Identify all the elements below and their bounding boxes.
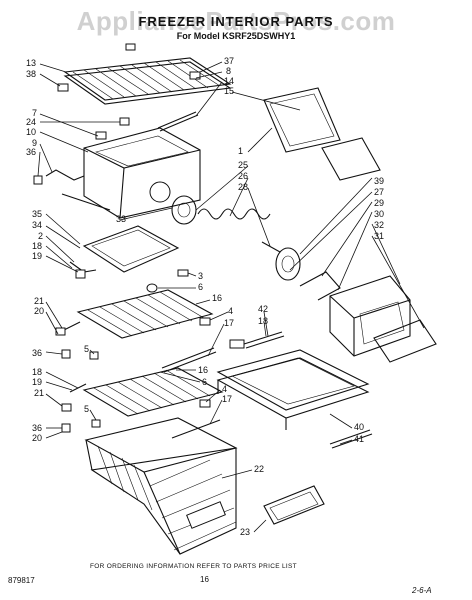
panel xyxy=(321,137,381,181)
ice-tray xyxy=(82,225,180,273)
callout-35: 35 xyxy=(32,209,42,219)
callout-32: 32 xyxy=(374,220,384,230)
callout-33: 33 xyxy=(116,214,126,224)
callout-39: 39 xyxy=(374,176,384,186)
callout-36: 36 xyxy=(26,147,36,157)
callout-28: 28 xyxy=(238,182,248,192)
rod-14 xyxy=(157,111,197,129)
callout-16: 16 xyxy=(212,293,222,303)
shelf-clip-right xyxy=(189,71,201,80)
callout-20-lower: 20 xyxy=(32,433,42,443)
screw-36 xyxy=(33,175,43,185)
callout-31: 31 xyxy=(374,231,384,241)
callout-1: 1 xyxy=(238,146,243,156)
callout-23: 23 xyxy=(240,527,250,537)
callout-5-lower: 5 xyxy=(84,404,89,414)
callout-6-lower: 6 xyxy=(202,377,207,387)
callout-9: 9 xyxy=(32,138,37,148)
wire-basket xyxy=(84,417,238,555)
shelf-clip-top xyxy=(125,43,136,51)
callout-19-lower: 19 xyxy=(32,377,42,387)
frame-15 xyxy=(263,87,341,153)
ordering-note: FOR ORDERING INFORMATION REFER TO PARTS … xyxy=(90,563,297,570)
drawer-front xyxy=(263,485,325,525)
document-code: 879817 xyxy=(8,576,35,585)
callout-37: 37 xyxy=(224,56,234,66)
ice-bucket xyxy=(329,275,411,357)
callout-16-lower: 16 xyxy=(198,365,208,375)
callout-20: 20 xyxy=(34,306,44,316)
callout-42: 42 xyxy=(258,304,268,314)
top-wire-shelf xyxy=(57,43,232,105)
callout-4: 4 xyxy=(228,306,233,316)
auger-spring-assembly xyxy=(119,195,301,281)
callout-38: 38 xyxy=(26,69,36,79)
callout-25: 25 xyxy=(238,160,248,170)
bracket-9 xyxy=(45,169,85,181)
callout-26: 26 xyxy=(238,171,248,181)
leader-lines xyxy=(37,61,425,533)
callout-8: 8 xyxy=(226,66,231,76)
shelf-clip-left xyxy=(57,83,69,92)
callout-2: 2 xyxy=(38,231,43,241)
callout-41: 41 xyxy=(354,434,364,444)
middle-wire-shelf xyxy=(76,289,214,339)
callout-34: 34 xyxy=(32,220,42,230)
callout-13: 13 xyxy=(26,58,36,68)
page-number: 16 xyxy=(200,575,209,584)
model-number: For Model KSRF25DSWHY1 xyxy=(176,31,296,41)
callout-36-lower: 36 xyxy=(32,423,42,433)
callout-numbers: 13 38 37 8 14 15 7 24 10 9 36 1 25 26 28… xyxy=(26,56,384,537)
rod-41 xyxy=(329,429,371,445)
callout-22: 22 xyxy=(254,464,264,474)
callout-5: 5 xyxy=(84,344,89,354)
callout-3: 3 xyxy=(198,271,203,281)
callout-7: 7 xyxy=(32,108,37,118)
callout-14: 14 xyxy=(224,76,234,86)
callout-10: 10 xyxy=(26,127,36,137)
callout-18: 18 xyxy=(32,241,42,251)
callout-18-mid: 18 xyxy=(258,316,268,326)
motor-bracket xyxy=(299,271,341,301)
callout-17-lower: 17 xyxy=(222,394,232,404)
callout-18-lower: 18 xyxy=(32,367,42,377)
callout-29: 29 xyxy=(374,198,384,208)
callout-15: 15 xyxy=(224,86,234,96)
callout-17: 17 xyxy=(224,318,234,328)
auger-opening xyxy=(149,181,171,203)
diagram-title: FREEZER INTERIOR PARTS xyxy=(138,14,334,29)
callout-30: 30 xyxy=(374,209,384,219)
callout-6: 6 xyxy=(198,282,203,292)
callout-36-mid: 36 xyxy=(32,348,42,358)
callout-24: 24 xyxy=(26,117,36,127)
callout-40: 40 xyxy=(354,422,364,432)
callout-27: 27 xyxy=(374,187,384,197)
callout-19: 19 xyxy=(32,251,42,261)
callout-21-lower: 21 xyxy=(34,388,44,398)
side-mark: 2-6-A xyxy=(412,586,432,595)
callout-4-lower: 4 xyxy=(222,384,227,394)
sliding-drawer-frame xyxy=(216,349,370,430)
bucket-front xyxy=(373,319,437,363)
callout-21: 21 xyxy=(34,296,44,306)
lower-wire-shelf xyxy=(82,367,224,417)
